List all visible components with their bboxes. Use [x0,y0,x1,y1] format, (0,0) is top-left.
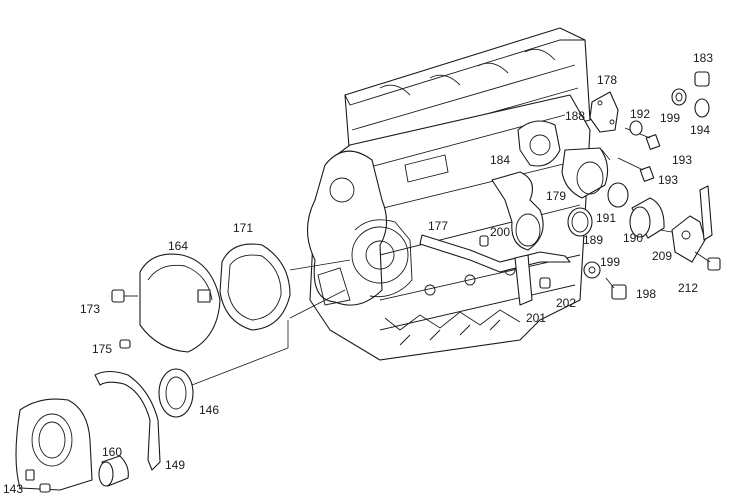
callout-175[interactable]: 175 [92,342,112,356]
callout-173[interactable]: 173 [80,302,100,316]
washer-199b [583,261,601,279]
callout-190[interactable]: 190 [623,231,643,245]
bracket-209 [671,185,713,263]
callout-193[interactable]: 193 [672,153,692,167]
callout-149[interactable]: 149 [165,458,185,472]
housing-rear [15,398,93,491]
callout-194[interactable]: 194 [690,123,710,137]
bolt-193b [617,157,655,182]
callout-201[interactable]: 201 [526,311,546,325]
callout-184[interactable]: 184 [490,153,510,167]
callout-183[interactable]: 183 [693,51,713,65]
callout-202[interactable]: 202 [556,296,576,310]
callout-189[interactable]: 189 [583,233,603,247]
bolt-202 [539,277,551,289]
bushing-160 [98,455,129,487]
callout-179[interactable]: 179 [546,189,566,203]
nut-183 [694,71,710,87]
callout-188[interactable]: 188 [565,109,585,123]
gasket-171 [219,243,291,331]
pin-175 [119,339,131,349]
callout-143[interactable]: 143 [3,482,23,495]
pipe-177 [419,234,571,273]
gasket-149 [94,370,161,471]
callout-212[interactable]: 212 [678,281,698,295]
callout-164[interactable]: 164 [168,239,188,253]
pin-143 [25,469,51,493]
bolt-212 [694,251,721,271]
leader-lines [191,149,673,386]
cylinder-190 [629,197,665,239]
callout-199[interactable]: 199 [660,111,680,125]
callout-199[interactable]: 199 [600,255,620,269]
callout-193[interactable]: 193 [658,173,678,187]
callout-192[interactable]: 192 [630,107,650,121]
washer-192 [629,120,643,136]
callout-198[interactable]: 198 [636,287,656,301]
bracket-201 [514,254,533,306]
washer-199a [671,88,687,106]
ring-191 [607,182,629,208]
bolt-198 [605,277,627,300]
callout-160[interactable]: 160 [102,445,122,459]
thermostat-housing-188 [517,120,561,167]
sleeve-194 [694,98,710,118]
thermostat-179 [561,147,609,199]
callout-209[interactable]: 209 [652,249,672,263]
callout-191[interactable]: 191 [596,211,616,225]
bolt-173 [111,289,138,303]
elbow-184 [491,171,544,251]
callouts: 183 178 192 199 194 188 193 193 184 179 … [3,51,713,495]
callout-177[interactable]: 177 [428,219,448,233]
callout-171[interactable]: 171 [233,221,253,235]
cover-164 [139,253,221,353]
callout-146[interactable]: 146 [199,403,219,417]
plug-200 [479,235,489,247]
callout-200[interactable]: 200 [490,225,510,239]
seal-ring-189 [567,207,593,237]
seal-146 [158,368,194,418]
callout-178[interactable]: 178 [597,73,617,87]
housing-178 [589,91,619,133]
